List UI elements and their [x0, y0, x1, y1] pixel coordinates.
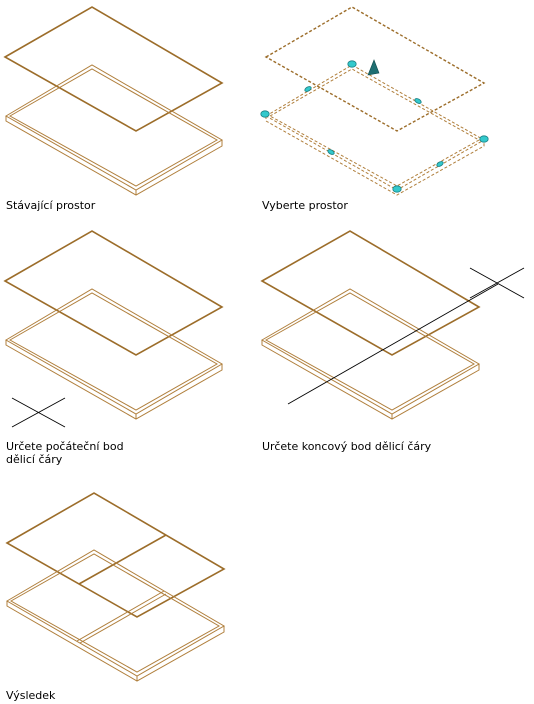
- panel-select-space: [260, 6, 489, 196]
- grip-point[interactable]: [327, 149, 335, 156]
- panel-end-point: [260, 230, 525, 420]
- lower-slab: [5, 64, 223, 196]
- lower-slab: [6, 549, 225, 682]
- panel-result: [5, 492, 226, 682]
- upper-slab-outline: [5, 492, 226, 618]
- grip-point[interactable]: [347, 60, 357, 68]
- caption-result: Výsledek: [6, 689, 56, 702]
- lower-split-line: [76, 590, 167, 644]
- grip-point[interactable]: [414, 98, 422, 105]
- upper-split-line: [78, 534, 167, 585]
- grip-point[interactable]: [304, 86, 312, 93]
- grip-markers[interactable]: [260, 60, 489, 193]
- crosshair-cursor-icon: [11, 397, 66, 428]
- lower-slab-dashed: [265, 64, 486, 196]
- caption-start-point: Určete počáteční bod dělicí čáry: [6, 440, 124, 466]
- grip-point[interactable]: [392, 185, 402, 193]
- upper-slab-outline: [260, 230, 481, 356]
- caption-select-space: Vyberte prostor: [262, 199, 348, 212]
- lower-slab: [5, 288, 223, 420]
- grip-point[interactable]: [479, 135, 489, 143]
- upper-slab-outline: [3, 230, 224, 356]
- lower-slab: [260, 288, 480, 420]
- upper-slab-outline: [3, 6, 224, 132]
- panel-existing-space: [3, 6, 224, 196]
- caption-existing-space: Stávající prostor: [6, 199, 96, 212]
- upper-slab-dashed: [264, 6, 486, 132]
- grip-point[interactable]: [260, 110, 270, 118]
- crosshair-cursor-icon: [469, 267, 525, 299]
- dividing-line: [287, 283, 499, 405]
- grip-point[interactable]: [436, 161, 444, 168]
- direction-arrow-icon[interactable]: [367, 59, 380, 76]
- caption-end-point: Určete koncový bod dělicí čáry: [262, 440, 432, 453]
- panel-start-point: [3, 230, 224, 428]
